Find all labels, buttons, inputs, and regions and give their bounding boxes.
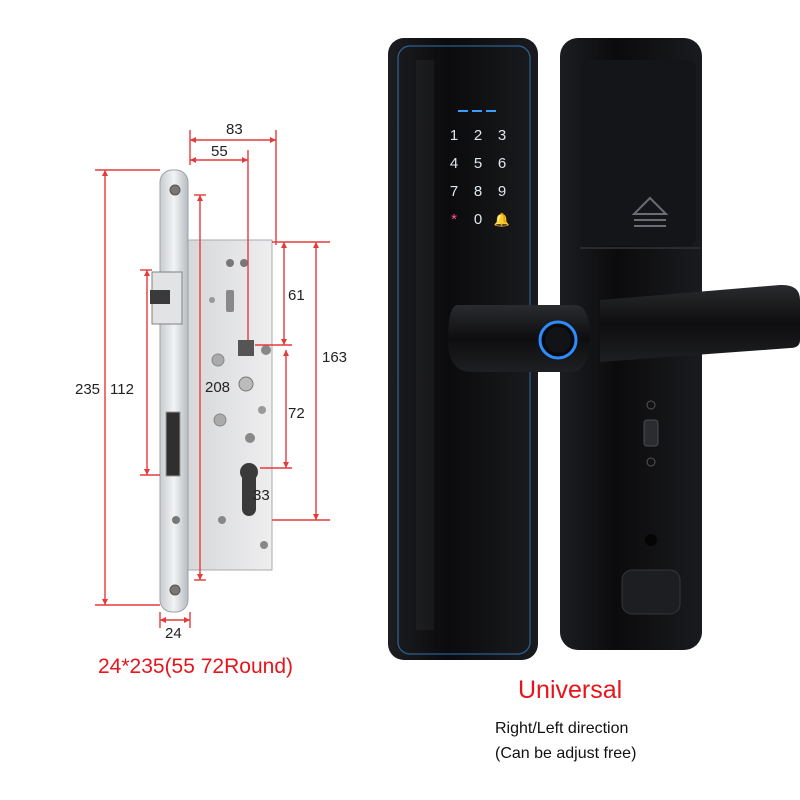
dimension-lines bbox=[95, 130, 330, 628]
dim-label-55: 55 bbox=[211, 143, 228, 160]
keypad-key-5[interactable]: 5 bbox=[474, 155, 482, 172]
keypad-key-0[interactable]: 0 bbox=[474, 211, 482, 228]
caption-title: Universal bbox=[518, 676, 623, 704]
dim-label-33: 33 bbox=[253, 487, 270, 504]
keypad-key-1[interactable]: 1 bbox=[450, 127, 458, 144]
keypad-key-4[interactable]: 4 bbox=[450, 155, 458, 172]
keypad-key-8[interactable]: 8 bbox=[474, 183, 482, 200]
keypad-key-6[interactable]: 6 bbox=[498, 155, 506, 172]
keypad-key-7[interactable]: 7 bbox=[450, 183, 458, 200]
dim-label-112: 112 bbox=[110, 381, 134, 398]
dim-label-163: 163 bbox=[322, 349, 348, 366]
dim-label-83: 83 bbox=[226, 121, 243, 138]
lock-back-panel bbox=[560, 38, 800, 650]
dim-label-24: 24 bbox=[165, 625, 182, 642]
dim-label-208: 208 bbox=[205, 379, 231, 396]
keypad-key-9[interactable]: 9 bbox=[498, 183, 506, 200]
keypad-key-3[interactable]: 3 bbox=[498, 127, 506, 144]
dim-label-235: 235 bbox=[75, 381, 101, 398]
caption-line-2: (Can be adjust free) bbox=[495, 745, 637, 762]
keypad-key-star[interactable]: * bbox=[451, 211, 457, 228]
mortise-size-caption: 24*235(55 72Round) bbox=[98, 655, 293, 678]
keypad-key-2[interactable]: 2 bbox=[474, 127, 482, 144]
doorbell-icon[interactable]: 🔔 bbox=[494, 212, 510, 227]
dim-label-72: 72 bbox=[288, 405, 305, 422]
smart-lock-front-panel bbox=[388, 38, 590, 660]
dim-label-61: 61 bbox=[288, 287, 305, 304]
dimension-arrowheads bbox=[102, 137, 319, 623]
caption-line-1: Right/Left direction bbox=[495, 720, 629, 737]
